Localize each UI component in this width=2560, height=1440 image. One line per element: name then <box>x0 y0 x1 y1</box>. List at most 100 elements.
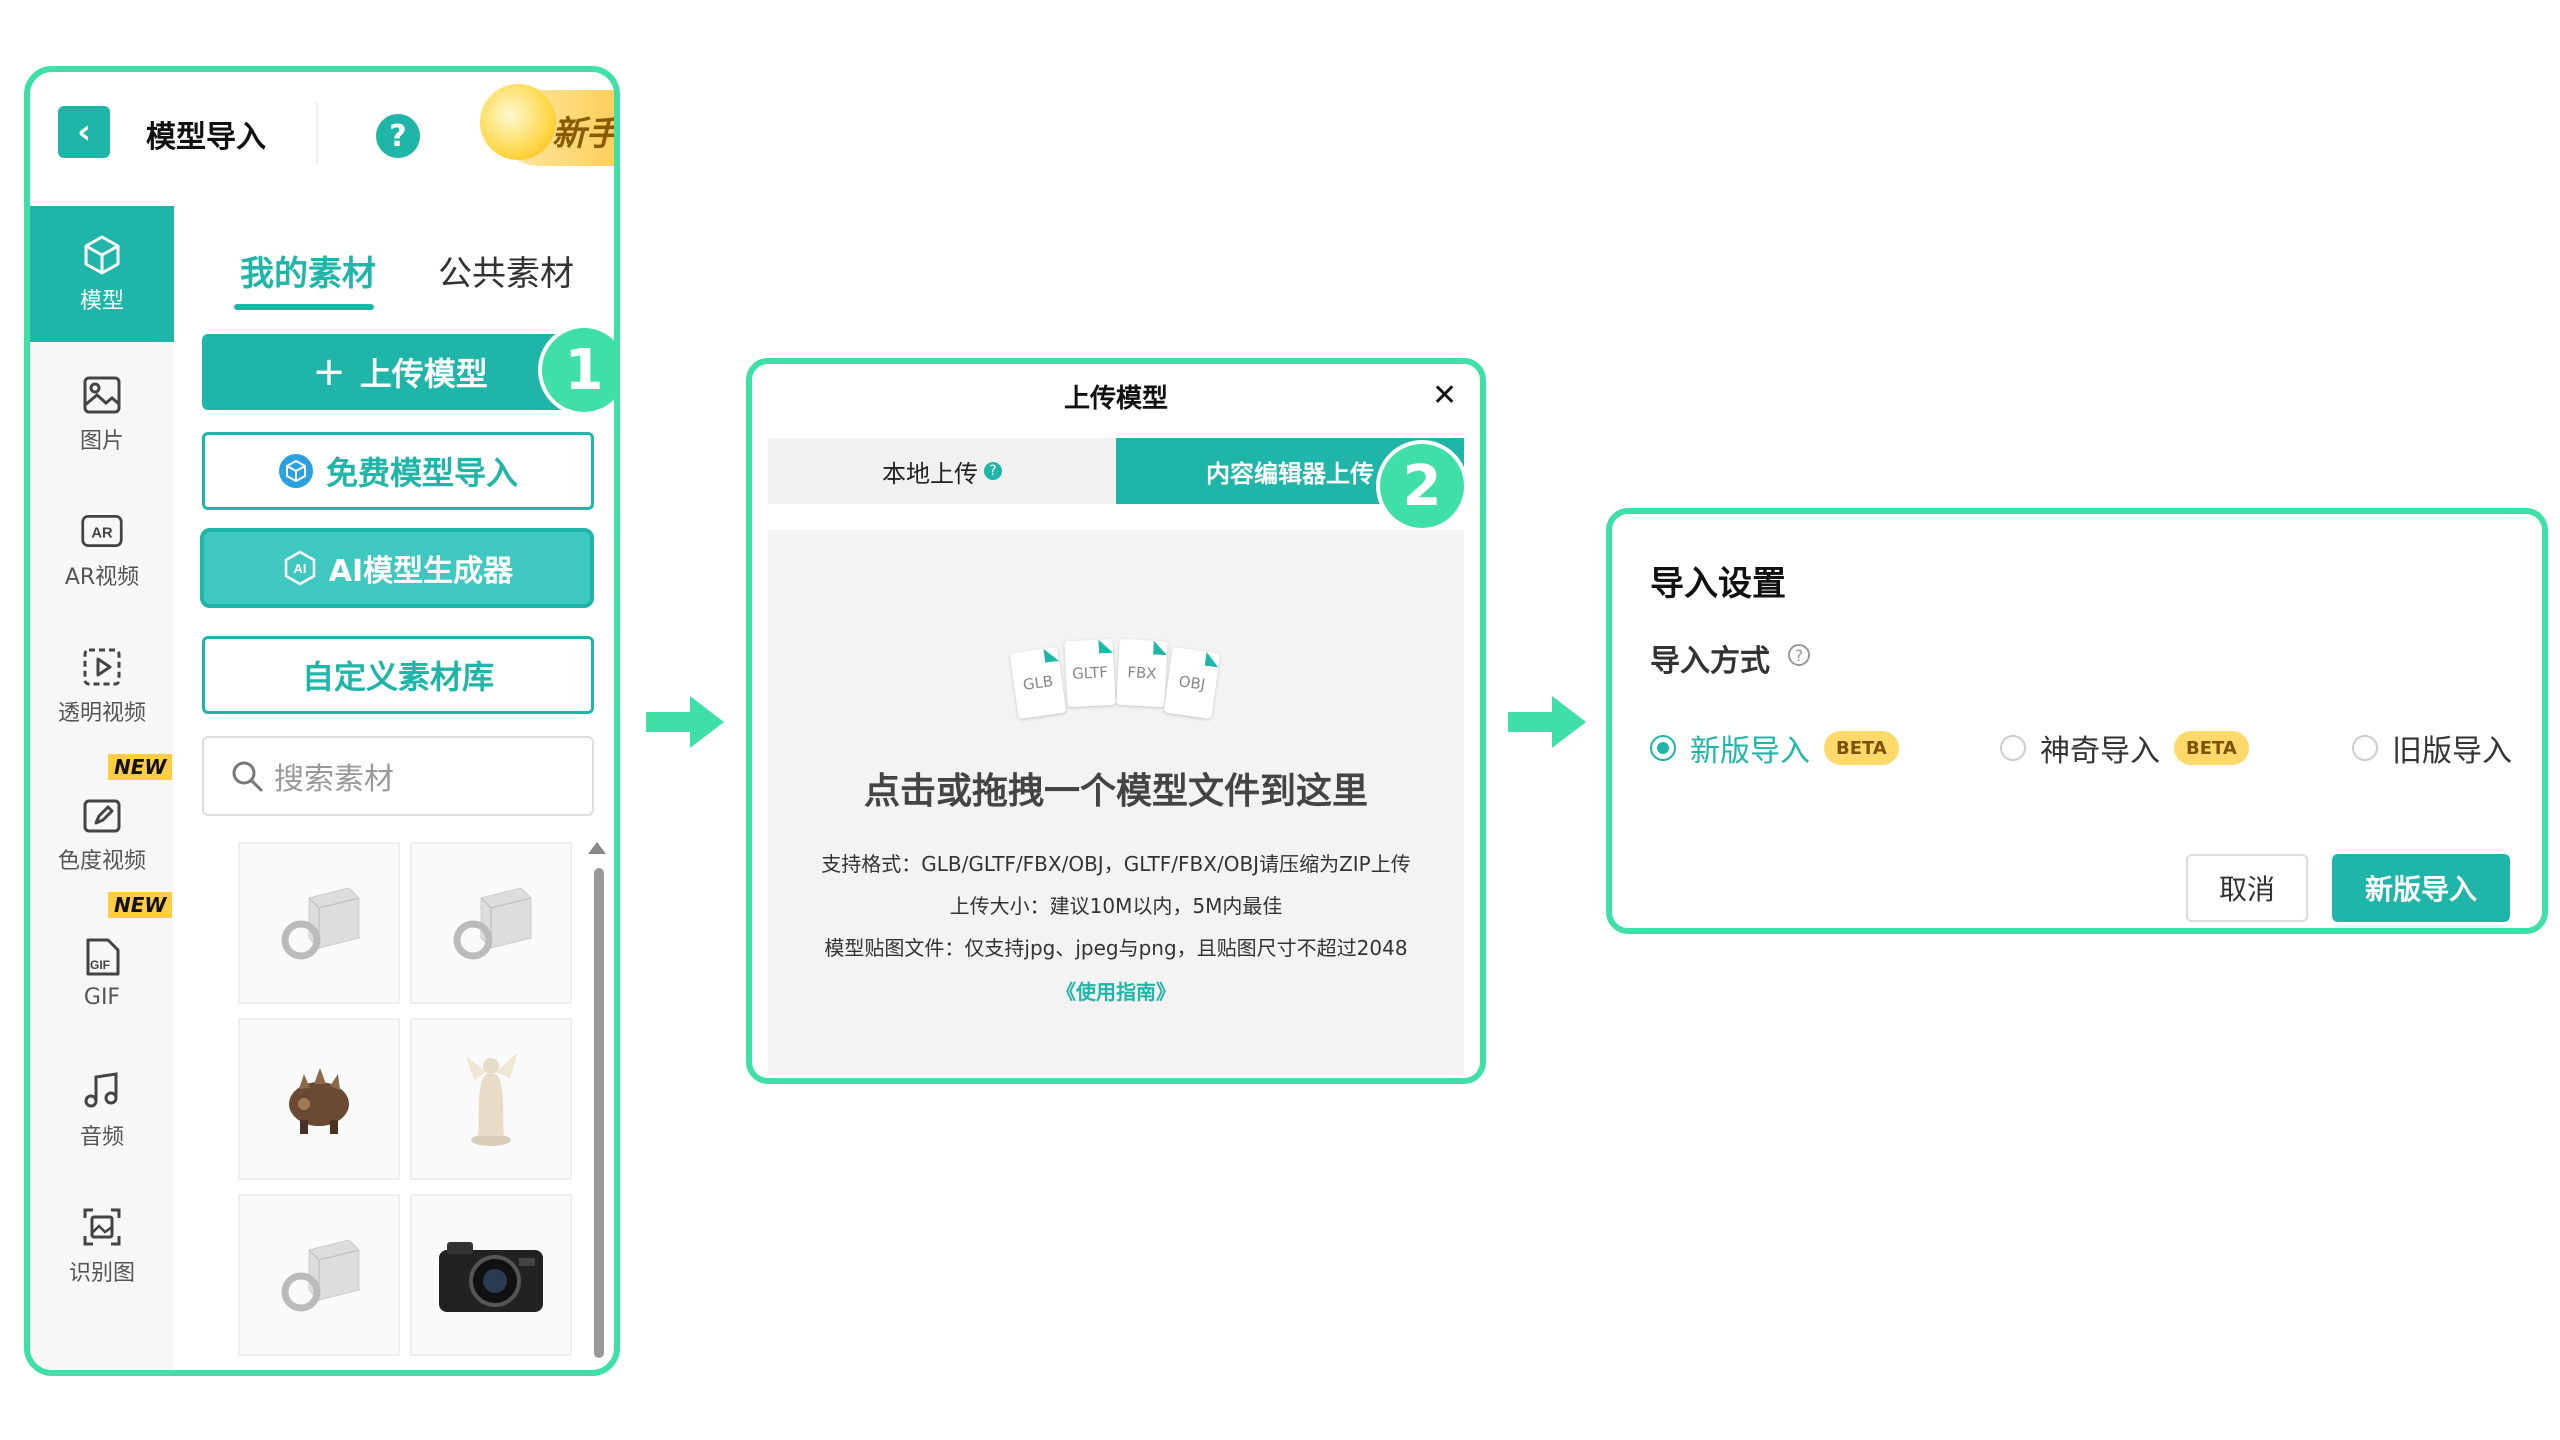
dropzone-title: 点击或拖拽一个模型文件到这里 <box>863 771 1368 812</box>
chevron-left-icon: ‹ <box>76 112 91 152</box>
arrow-right-icon <box>646 692 726 752</box>
free-model-import-button[interactable]: 免费模型导入 <box>202 432 594 510</box>
step-marker-1: 1 <box>538 324 614 416</box>
panel-title: 模型导入 <box>146 120 266 155</box>
settings-title: 导入设置 <box>1650 564 1786 604</box>
upload-model-button[interactable]: + 上传模型 <box>202 334 598 410</box>
asset-content: 我的素材 公共素材 + 上传模型 1 免费模型导入 AI AI模型生成器 自定义… <box>178 206 614 1370</box>
tab-local-upload[interactable]: 本地上传 ? <box>768 438 1116 504</box>
camera-model-icon <box>439 1242 543 1312</box>
newbie-guide-label: 新手引 <box>552 114 620 154</box>
chroma-video-icon <box>80 793 124 837</box>
search-placeholder: 搜索素材 <box>274 762 394 797</box>
tab-label: 本地上传 <box>882 459 978 488</box>
lightbulb-icon <box>480 84 556 160</box>
sidebar-item-recognition-image[interactable]: 识别图 <box>30 1178 174 1314</box>
gif-icon: GIF <box>80 935 124 979</box>
asset-thumbnail[interactable] <box>238 842 400 1004</box>
sidebar-item-model[interactable]: 模型 <box>30 206 174 342</box>
box-icon <box>278 453 314 489</box>
transparent-video-icon <box>80 645 124 689</box>
free-model-import-label: 免费模型导入 <box>325 454 518 492</box>
back-button[interactable]: ‹ <box>58 106 110 158</box>
statue-model-icon <box>466 1052 518 1146</box>
ar-icon: AR <box>80 509 124 553</box>
active-tab-indicator <box>234 304 374 310</box>
beta-badge: BETA <box>1824 731 1899 765</box>
sidebar-item-label: 图片 <box>79 429 124 454</box>
texture-requirements-text: 模型贴图文件：仅支持jpg、jpeg与png，且贴图尺寸不超过2048 <box>824 936 1408 960</box>
file-card-obj: OBJ <box>1163 646 1221 720</box>
newbie-guide-button[interactable]: 新手引 <box>480 84 620 166</box>
upload-model-label: 上传模型 <box>359 355 488 393</box>
scrollbar[interactable] <box>594 868 604 1358</box>
asset-thumbnail[interactable] <box>410 842 572 1004</box>
svg-text:AR: AR <box>91 525 113 541</box>
tab-public-assets[interactable]: 公共素材 <box>438 254 574 294</box>
scan-image-icon <box>80 1205 124 1249</box>
option-label: 新版导入 <box>1690 734 1810 769</box>
sidebar-item-label: AR视频 <box>64 565 140 590</box>
option-legacy-import[interactable]: 旧版导入 <box>2352 726 2512 770</box>
sidebar-item-image[interactable]: 图片 <box>30 346 174 482</box>
file-dropzone[interactable]: GLB GLTF FBX OBJ 点击或拖拽一个模型文件到这里 支持格式：GLB… <box>768 530 1464 1074</box>
import-settings-panel: 导入设置 导入方式 ? 新版导入 BETA 神奇导入 BETA 旧版导入 取消 … <box>1606 508 2548 934</box>
sidebar-item-label: 模型 <box>79 289 124 314</box>
radio-button[interactable] <box>2352 735 2378 761</box>
ai-icon: AI <box>281 549 319 587</box>
option-label: 旧版导入 <box>2392 734 2512 769</box>
search-input[interactable]: 搜索素材 <box>202 736 594 816</box>
panel-header: ‹ 模型导入 ? 新手引 <box>30 72 614 200</box>
plus-icon: + <box>312 349 346 395</box>
asset-thumbnail[interactable] <box>410 1194 572 1356</box>
option-magic-import[interactable]: 神奇导入 BETA <box>2000 726 2249 770</box>
ai-model-generator-button[interactable]: AI AI模型生成器 <box>200 528 594 608</box>
placeholder-model-icon <box>281 887 360 960</box>
radio-button-selected[interactable] <box>1650 735 1676 761</box>
sidebar-item-gif[interactable]: GIF GIF <box>30 904 174 1040</box>
asset-thumbnail[interactable] <box>238 1194 400 1356</box>
dialog-title: 上传模型 <box>1063 384 1168 414</box>
ai-model-generator-label: AI模型生成器 <box>328 554 514 589</box>
radio-button[interactable] <box>2000 735 2026 761</box>
import-mode-label: 导入方式 <box>1650 644 1770 679</box>
file-card-gltf: GLTF <box>1064 638 1116 708</box>
svg-text:GIF: GIF <box>90 958 110 972</box>
close-icon[interactable]: ✕ <box>1432 378 1458 413</box>
file-types-illustration: GLB GLTF FBX OBJ <box>1009 638 1224 724</box>
sidebar-item-transparent-video[interactable]: 透明视频 <box>30 618 174 754</box>
new-badge: NEW <box>108 754 173 780</box>
sidebar-item-chroma-video[interactable]: 色度视频 <box>30 766 174 902</box>
asset-thumbnail[interactable] <box>238 1018 400 1180</box>
sidebar-item-label: 色度视频 <box>57 849 146 874</box>
svg-text:AI: AI <box>293 561 306 576</box>
sidebar-item-ar-video[interactable]: AR AR视频 <box>30 482 174 618</box>
cube-icon <box>80 233 124 277</box>
sidebar-item-label: GIF <box>83 984 121 1010</box>
help-icon[interactable]: ? <box>984 462 1002 480</box>
confirm-import-button[interactable]: 新版导入 <box>2332 854 2510 922</box>
placeholder-model-icon <box>281 1239 360 1312</box>
search-icon <box>230 759 264 793</box>
music-icon <box>80 1069 124 1113</box>
scroll-up-arrow[interactable] <box>588 842 606 854</box>
new-badge: NEW <box>108 892 173 918</box>
sidebar-item-audio[interactable]: 音频 <box>30 1042 174 1178</box>
help-icon[interactable]: ? <box>376 114 420 158</box>
cancel-button[interactable]: 取消 <box>2186 854 2308 922</box>
upload-size-text: 上传大小：建议10M以内，5M内最佳 <box>949 894 1283 918</box>
sidebar-item-label: 识别图 <box>68 1261 135 1286</box>
model-import-panel: ‹ 模型导入 ? 新手引 模型 图片 AR AR视频 <box>24 66 620 1376</box>
supported-formats-text: 支持格式：GLB/GLTF/FBX/OBJ，GLTF/FBX/OBJ请压缩为ZI… <box>821 852 1411 876</box>
usage-guide-link[interactable]: 《使用指南》 <box>1056 980 1176 1004</box>
beta-badge: BETA <box>2174 731 2249 765</box>
asset-thumbnail[interactable] <box>410 1018 572 1180</box>
help-icon[interactable]: ? <box>1788 644 1810 666</box>
custom-library-button[interactable]: 自定义素材库 <box>202 636 594 714</box>
category-sidebar: 模型 图片 AR AR视频 透明视频 NEW 色度视频 NEW <box>30 206 174 1370</box>
option-new-import[interactable]: 新版导入 BETA <box>1650 726 1899 770</box>
image-icon <box>80 373 124 417</box>
tab-my-assets[interactable]: 我的素材 <box>240 254 376 294</box>
sidebar-item-label: 音频 <box>79 1125 124 1150</box>
file-card-fbx: FBX <box>1116 638 1168 708</box>
